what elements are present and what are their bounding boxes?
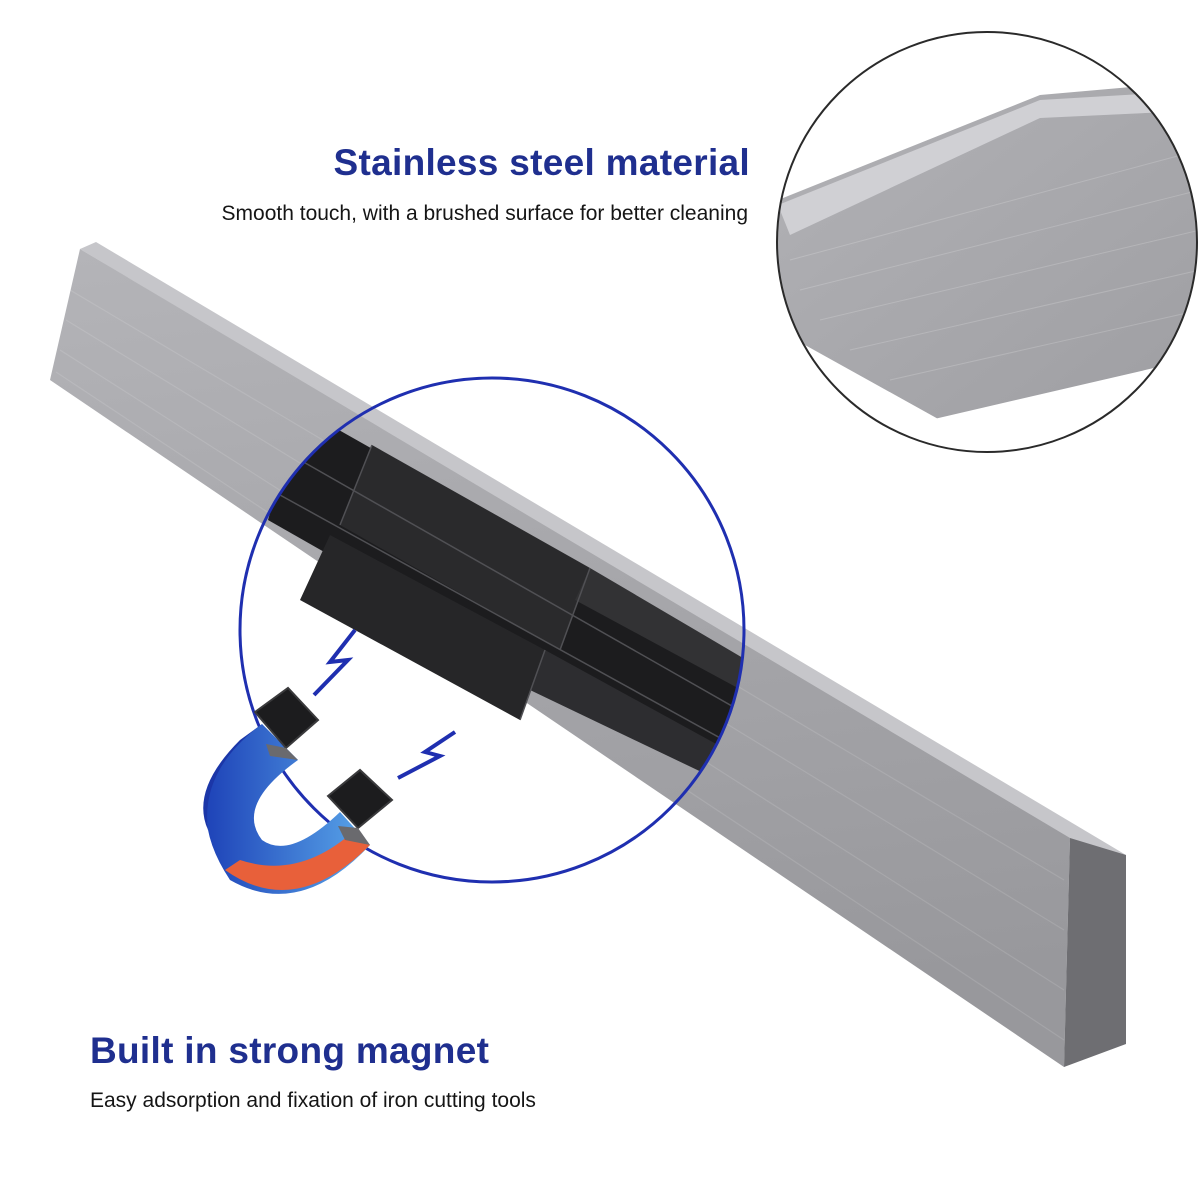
lightning-bolt-1 <box>312 628 357 697</box>
lightning-icon <box>312 628 457 780</box>
magnifier-circle-steel-detail <box>776 31 1198 453</box>
horseshoe-magnet-icon <box>203 686 394 894</box>
magnet-title: Built in strong magnet <box>90 1030 490 1071</box>
lightning-bolt-2 <box>397 730 457 780</box>
magnet-pole-top <box>253 686 320 750</box>
magnet-pole-bottom <box>326 768 394 830</box>
material-description: Smooth touch, with a brushed surface for… <box>221 202 748 225</box>
magnet-description: Easy adsorption and fixation of iron cut… <box>90 1089 536 1112</box>
steel-bar-end-face <box>1064 838 1126 1067</box>
material-title: Stainless steel material <box>333 142 750 183</box>
